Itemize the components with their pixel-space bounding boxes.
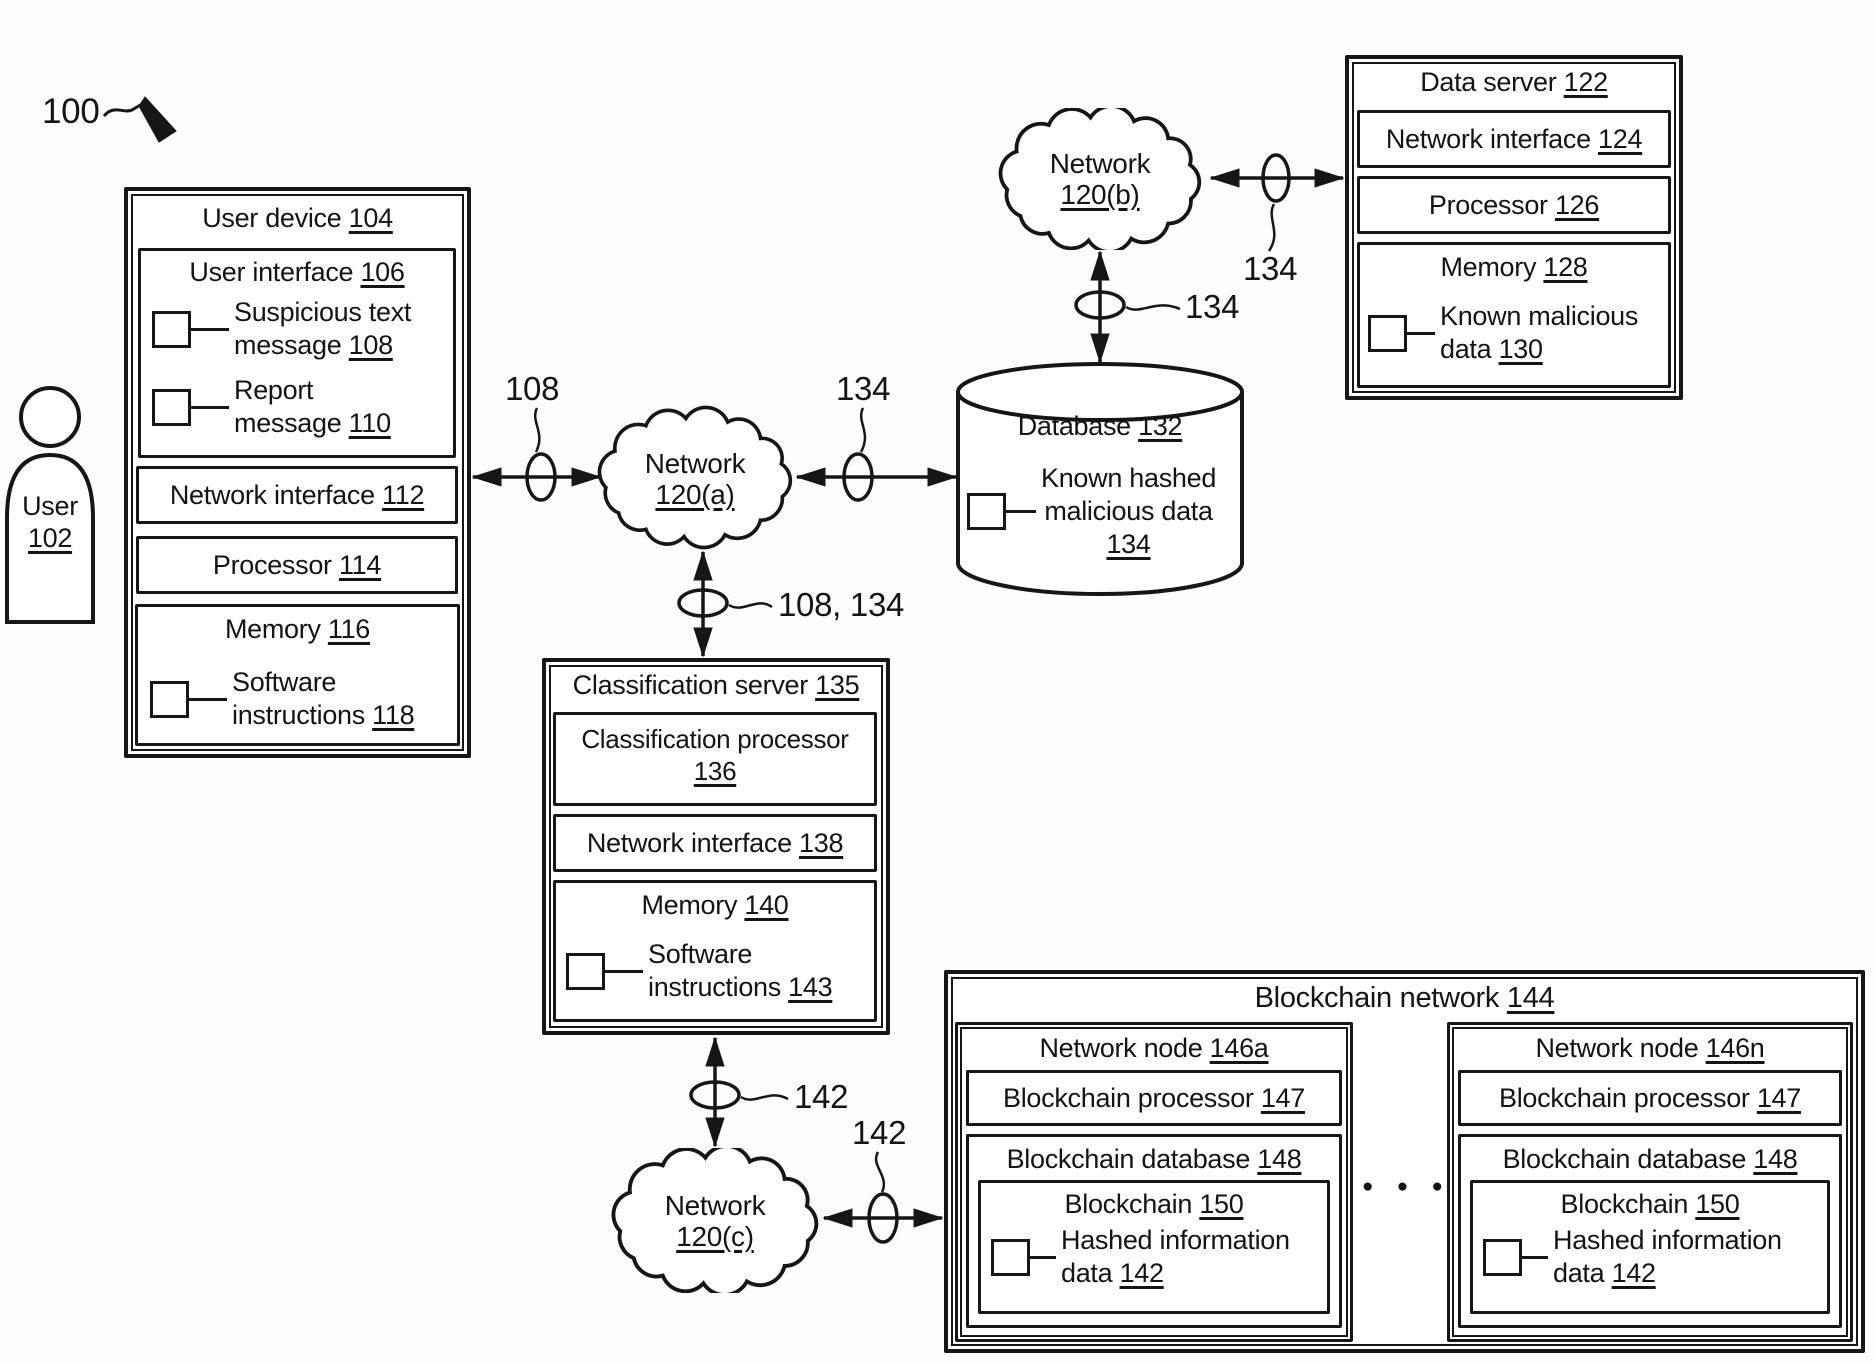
connector-stub (605, 969, 643, 973)
connector-network-a-database (795, 407, 958, 502)
network-node-146n-title: Network node 146n (1535, 1033, 1765, 1063)
suspicious-text-message-item: Suspicious text message 108 (152, 296, 411, 362)
blockchain-150n-box (1470, 1180, 1830, 1314)
hashed-information-data-item-n: Hashed information data 142 (1483, 1224, 1782, 1290)
memory-128-box (1357, 242, 1671, 388)
blockchain-150n-title: Blockchain 150 (1560, 1189, 1740, 1219)
hashed-information-data-item-a: Hashed information data 142 (991, 1224, 1290, 1290)
blockchain-150a-box (978, 1180, 1330, 1314)
connector-stub (1522, 1255, 1548, 1259)
network-a-label: Network 120(a) (644, 448, 746, 510)
user-interface-title: User interface 106 (189, 257, 405, 287)
classification-processor-label: Classification processor 136 (581, 724, 849, 786)
data-square-icon (150, 680, 189, 718)
connector-userdevice-network-a (471, 407, 602, 502)
data-square-icon (991, 1238, 1030, 1276)
memory-116-title: Memory 116 (224, 614, 371, 644)
processor-114-box (136, 536, 458, 594)
database-cylinder-icon (956, 362, 1244, 597)
pointer-squiggle (740, 1094, 789, 1101)
memory-140-box (553, 880, 877, 1022)
user-person-icon (5, 386, 95, 624)
data-square-icon (1368, 314, 1407, 352)
pointer-squiggle (534, 407, 541, 453)
network-interface-138-label: Network interface 138 (586, 828, 844, 858)
pointer-squiggle (1125, 304, 1181, 311)
classification-server-title: Classification server 135 (572, 670, 860, 700)
connector-stub (191, 327, 229, 331)
user-device-title: User device 104 (202, 203, 393, 233)
database-title: Database 132 (1017, 411, 1183, 441)
network-c-label: Network 120(c) (664, 1190, 766, 1252)
figure-pointer-icon (102, 96, 177, 143)
connector-stub (189, 697, 227, 701)
connector-stub (1407, 331, 1435, 335)
figure-ref-label: 100 (42, 92, 100, 131)
ref-142-label-horizontal: 142 (852, 1114, 907, 1151)
connector-network-b-dataserver (1209, 153, 1345, 252)
blockchain-database-148a-label: Blockchain database 148 (1006, 1144, 1302, 1174)
connector-network-c-blockchain (822, 1151, 944, 1244)
software-instructions-143-item: Software instructions 143 (566, 938, 833, 1004)
connector-network-a-classserver (677, 550, 773, 658)
network-node-146a-title: Network node 146a (1039, 1033, 1269, 1063)
pointer-squiggle (728, 602, 773, 609)
memory-116-box (135, 604, 460, 746)
blockchain-network-title: Blockchain network 144 (1254, 982, 1555, 1014)
network-interface-138-box (553, 814, 877, 872)
data-square-icon (566, 952, 605, 990)
pointer-squiggle (874, 1151, 886, 1193)
user-interface-box (138, 248, 456, 458)
data-square-icon (152, 388, 191, 426)
pointer-squiggle (1267, 203, 1276, 252)
data-square-icon (1483, 1238, 1522, 1276)
known-malicious-data-item: Known malicious data 130 (1368, 300, 1638, 366)
network-b-label: Network 120(b) (1049, 148, 1151, 210)
data-square-icon (152, 310, 191, 348)
ref-134-label-cloud-b-right: 134 (1243, 250, 1298, 287)
processor-126-label: Processor 126 (1428, 190, 1600, 220)
data-server-title: Data server 122 (1420, 67, 1608, 97)
network-interface-112-box (136, 466, 458, 524)
connector-stub (191, 405, 229, 409)
ref-134-label-cloud-a: 134 (836, 370, 891, 407)
ref-108-134-label: 108, 134 (778, 586, 905, 623)
connector-stub (1006, 510, 1036, 513)
ref-142-label-vertical: 142 (794, 1078, 849, 1115)
network-interface-112-label: Network interface 112 (169, 480, 425, 510)
user-label: User 102 (22, 491, 78, 553)
blockchain-processor-147a-label: Blockchain processor 147 (1003, 1083, 1305, 1113)
blockchain-processor-147a-box (966, 1070, 1342, 1126)
pointer-squiggle (859, 407, 867, 453)
memory-128-title: Memory 128 (1440, 252, 1588, 282)
known-hashed-malicious-data-item: Known hashed malicious data 134 (967, 462, 1216, 561)
ref-134-label-cloud-b-down: 134 (1185, 288, 1240, 325)
processor-114-label: Processor 114 (212, 550, 382, 580)
memory-140-title: Memory 140 (641, 890, 789, 920)
connector-network-b-database (1074, 250, 1181, 364)
connector-classserver-network-c (689, 1036, 789, 1148)
network-interface-124-label: Network interface 124 (1385, 124, 1643, 154)
more-nodes-ellipsis: ● ● ● (1362, 1176, 1452, 1197)
network-interface-124-box (1357, 110, 1671, 168)
software-instructions-118-item: Software instructions 118 (150, 666, 415, 732)
ref-108-label: 108 (505, 370, 560, 407)
blockchain-database-148n-label: Blockchain database 148 (1502, 1144, 1798, 1174)
connector-stub (1030, 1255, 1056, 1259)
data-square-icon (967, 493, 1006, 530)
blockchain-processor-147n-label: Blockchain processor 147 (1499, 1083, 1801, 1113)
processor-126-box (1357, 176, 1671, 234)
blockchain-150a-title: Blockchain 150 (1064, 1189, 1244, 1219)
blockchain-processor-147n-box (1458, 1070, 1842, 1126)
classification-processor-box (553, 712, 877, 806)
report-message-item: Report message 110 (152, 374, 391, 440)
